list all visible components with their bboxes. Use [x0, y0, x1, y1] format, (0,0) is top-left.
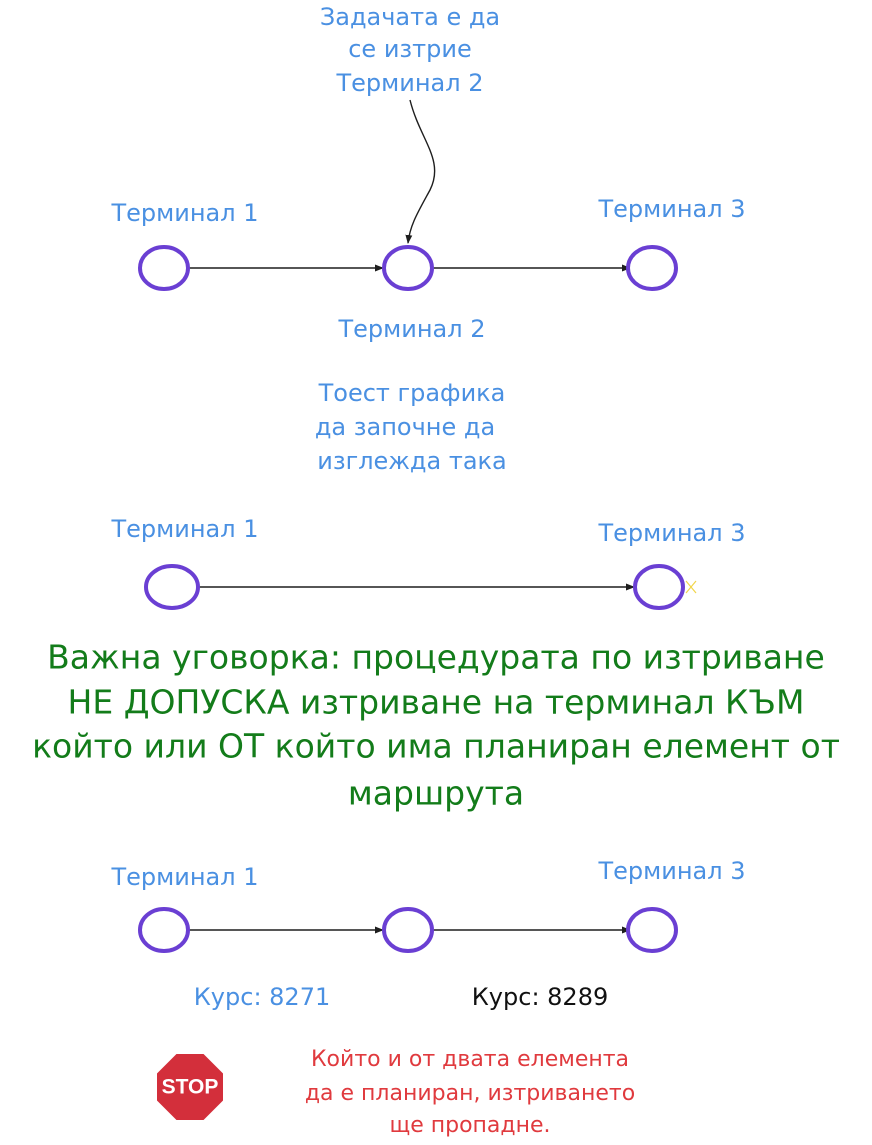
top-note-line-1: Задачата е да	[320, 3, 500, 31]
d3-terminal-3-label: Терминал 3	[598, 857, 746, 885]
rule-note-line-2: НЕ ДОПУСКА изтриване на терминал КЪМ	[68, 683, 805, 722]
d2-terminal-1-node	[144, 564, 200, 610]
top-note-line-3: Терминал 2	[336, 69, 484, 97]
middle-note-line-1: Тоест графика	[318, 379, 506, 407]
rule-note-line-3: който или ОТ който има планиран елемент …	[32, 727, 840, 766]
stop-sign-label: STOP	[162, 1076, 219, 1099]
d1-terminal-3-label: Терминал 3	[598, 195, 746, 223]
d2-terminal-1-label: Терминал 1	[111, 515, 259, 543]
rule-note-line-4: маршрута	[348, 774, 524, 813]
d3-terminal-1-label: Терминал 1	[111, 863, 259, 891]
top-note-line-2: се изтрие	[348, 35, 472, 63]
d3-terminal-2-node	[382, 907, 434, 953]
middle-note-line-3: изглежда така	[317, 447, 507, 475]
d2-terminal-3-node	[633, 564, 685, 610]
course-b-label: Курс: 8289	[472, 983, 608, 1011]
d3-terminal-3-node	[626, 907, 678, 953]
course-a-label: Курс: 8271	[194, 983, 330, 1011]
cross-mark-icon	[685, 580, 697, 594]
rule-note-line-1: Важна уговорка: процедурата по изтриване	[47, 638, 825, 677]
d2-terminal-3-label: Терминал 3	[598, 519, 746, 547]
middle-note-line-2: да започне да	[315, 413, 495, 441]
d1-terminal-3-node	[626, 245, 678, 291]
d1-terminal-2-node	[382, 245, 434, 291]
d1-terminal-1-node	[138, 245, 190, 291]
warning-note-line-1: Който и от двата елемента	[311, 1047, 629, 1072]
d1-terminal-2-label: Терминал 2	[338, 315, 486, 343]
warning-note-line-3: ще пропадне.	[389, 1113, 550, 1138]
d1-terminal-1-label: Терминал 1	[111, 199, 259, 227]
warning-note-line-2: да е планиран, изтриването	[305, 1081, 635, 1106]
d3-terminal-1-node	[138, 907, 190, 953]
top-note-pointer-arrow	[405, 99, 436, 244]
stop-sign-icon: STOP	[155, 1052, 225, 1122]
